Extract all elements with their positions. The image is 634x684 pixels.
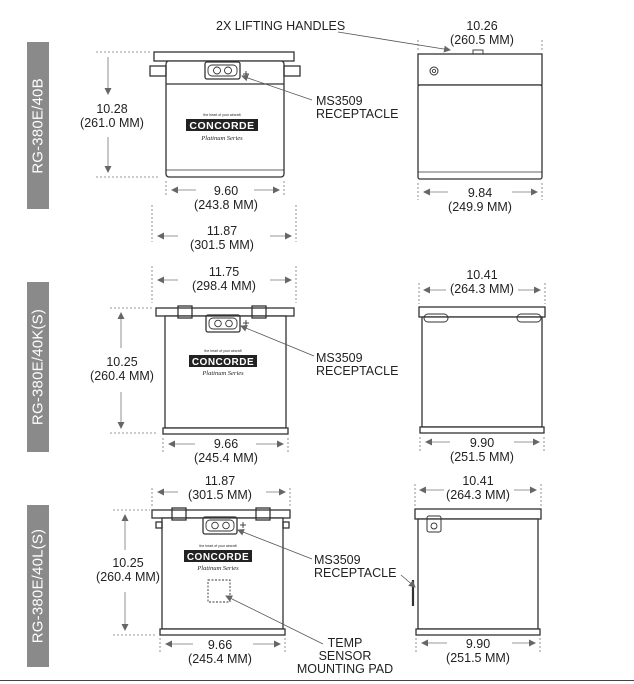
base-width-40k: 9.66(245.4 MM) [194,437,258,465]
side-view-40k [418,306,546,434]
model-band-40b: RG-380E/40B [27,42,49,209]
logo-series-40k: Platinum Series [201,370,244,377]
logo-brand-40b: CONCORDE [189,120,254,132]
logo-tagline-40b: the heart of your aircraft [203,113,240,117]
depth-top-40k: 10.41(264.3 MM) [450,268,514,296]
depth-top-40l: 10.41(264.3 MM) [446,474,510,502]
leader-lines [225,31,451,645]
logo-tagline-40k: the heart of your aircraft [204,349,241,353]
logo-tagline-40l: the heart of your aircraft [199,544,236,548]
overall-width-40b: 11.87(301.5 MM) [190,224,254,252]
depth-bottom-40l: 9.90(251.5 MM) [446,637,510,665]
front-view-40l [151,507,291,636]
height-40k: 10.25(260.4 MM) [90,355,154,383]
depth-top-40b: 10.26(260.5 MM) [450,19,514,47]
depth-bottom-40k: 9.90(251.5 MM) [450,436,514,464]
logo-series-40l: Platinum Series [196,565,239,572]
height-40l: 10.25(260.4 MM) [96,556,160,584]
logo-40b: the heart of your aircraft CONCORDE Plat… [186,113,258,142]
top-width-40k: 11.75(298.4 MM) [192,265,256,293]
side-view-40l [411,508,542,636]
base-width-40l: 9.66(245.4 MM) [188,638,252,666]
logo-brand-40k: CONCORDE [192,357,254,368]
top-width-40l: 11.87(301.5 MM) [188,474,252,502]
bottom-rule [0,680,634,681]
logo-series-40b: Platinum Series [200,135,243,142]
depth-bottom-40b: 9.84(249.9 MM) [448,186,512,214]
logo-40l: the heart of your aircraft CONCORDE Plat… [184,544,252,572]
dimension-lines [96,40,546,652]
callout-lifting-handles: 2X LIFTING HANDLES [216,19,346,33]
front-view-40k [155,305,295,435]
logo-brand-40l: CONCORDE [187,552,249,563]
base-width-40b: 9.60(243.8 MM) [194,184,258,212]
model-band-40l: RG-380E/40L(S) [27,505,49,667]
side-view-40b [417,49,543,180]
logo-40k: the heart of your aircraft CONCORDE Plat… [189,349,257,377]
height-40b: 10.28(261.0 MM) [80,102,144,130]
model-band-40k: RG-380E/40K(S) [27,282,49,452]
